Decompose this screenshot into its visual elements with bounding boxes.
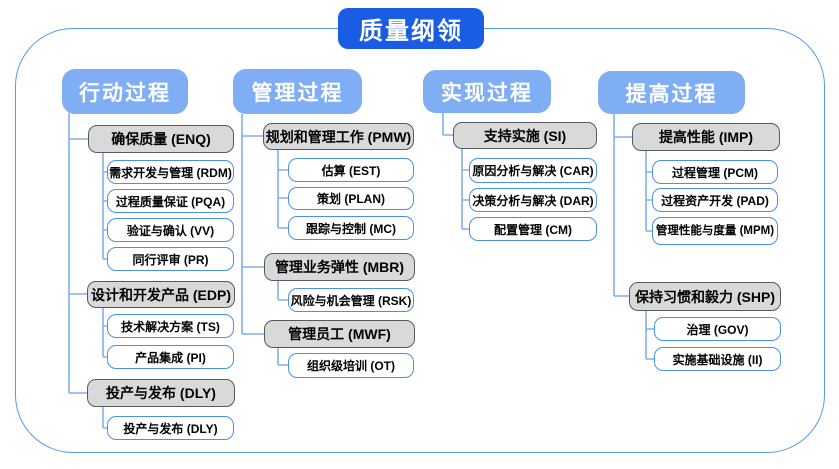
node-dar: 决策分析与解决 (DAR) [469,188,597,212]
node-imp: 提高性能 (IMP) [632,123,780,151]
connector-col-management [241,114,288,366]
node-pcm: 过程管理 (PCM) [652,160,778,184]
node-ii: 实施基础设施 (II) [654,347,781,371]
node-car: 原因分析与解决 (CAR) [469,158,597,183]
node-plan: 策划 (PLAN) [288,187,414,210]
node-mc: 跟踪与控制 (MC) [288,216,414,240]
node-enq: 确保质量 (ENQ) [88,125,234,153]
column-header-improvement-process: 提高过程 [598,71,745,114]
connector-col-realization [442,113,469,230]
node-pmw: 规划和管理工作 (PMW) [263,123,414,150]
node-si: 支持实施 (SI) [453,122,597,149]
node-mpm: 管理性能与度量 (MPM) [652,217,778,245]
node-shp: 保持习惯和毅力 (SHP) [629,282,781,311]
node-pr: 同行评审 (PR) [107,247,234,271]
node-pqa: 过程质量保证 (PQA) [107,189,234,213]
connector-col-action [68,113,107,429]
connector-col-improvement [613,114,654,360]
node-mbr: 管理业务弹性 (MBR) [264,253,415,281]
node-vv: 验证与确认 (VV) [107,218,234,242]
node-rdm: 需求开发与管理 (RDM) [107,160,234,184]
column-header-management-process: 管理过程 [233,69,362,114]
node-edp: 设计和开发产品 (EDP) [87,281,235,308]
node-est: 估算 (EST) [288,158,414,182]
node-mwf: 管理员工 (MWF) [264,320,415,348]
node-dly: 投产与发布 (DLY) [107,416,234,440]
column-header-action-process: 行动过程 [62,69,188,114]
node-gov: 治理 (GOV) [654,317,781,341]
node-cm: 配置管理 (CM) [469,217,597,241]
diagram-title: 质量纲领 [338,8,484,49]
node-dly-group: 投产与发布 (DLY) [87,379,235,407]
node-pad: 过程资产开发 (PAD) [652,188,778,212]
node-ts: 技术解决方案 (TS) [107,314,234,338]
node-ot: 组织级培训 (OT) [288,353,414,378]
node-rsk: 风险与机会管理 (RSK) [288,288,414,312]
column-header-realization-process: 实现过程 [423,70,551,113]
node-pi: 产品集成 (PI) [107,345,234,369]
